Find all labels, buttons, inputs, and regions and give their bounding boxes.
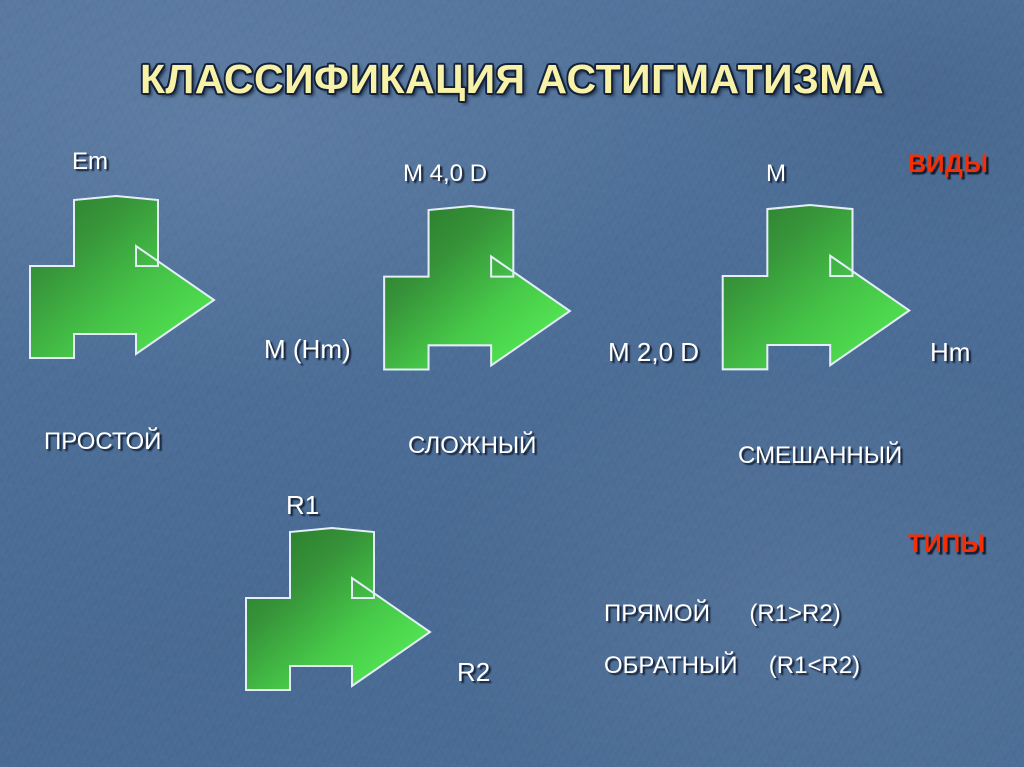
arrow-label-mixed-vertical: M — [766, 160, 786, 187]
type-rule-inverse-name: ОБРАТНЫЙ — [604, 652, 738, 679]
section-heading-types: ТИПЫ — [908, 530, 986, 558]
elbow-arrow-types — [245, 526, 432, 691]
arrow-label-simple-horizontal: M (Hm) — [264, 334, 351, 364]
arrow-label-types-horizontal: R2 — [457, 657, 491, 687]
elbow-arrow-simple — [29, 194, 216, 359]
type-rule-direct-name: ПРЯМОЙ — [604, 600, 710, 627]
type-rule-inverse-condition: (R1<R2) — [768, 652, 861, 679]
elbow-arrow-mixed — [721, 204, 912, 371]
type-rule-direct-condition: (R1>R2) — [749, 600, 841, 627]
arrow-caption-compound: СЛОЖНЫЙ — [408, 432, 537, 459]
arrow-label-compound-horizontal: M 2,0 D — [608, 337, 700, 367]
arrow-label-mixed-horizontal: Hm — [930, 337, 971, 367]
arrow-label-simple-vertical: Em — [72, 148, 108, 175]
page-title: КЛАССИФИКАЦИЯ АСТИГМАТИЗМА — [139, 56, 885, 102]
arrow-caption-simple: ПРОСТОЙ — [44, 428, 162, 455]
type-rule-inverse: ОБРАТНЫЙ (R1<R2) — [604, 652, 860, 680]
elbow-arrow-compound — [383, 205, 572, 371]
type-rule-direct: ПРЯМОЙ (R1>R2) — [604, 600, 841, 628]
arrow-caption-mixed: СМЕШАННЫЙ — [738, 442, 903, 469]
arrow-label-types-vertical: R1 — [286, 490, 320, 520]
section-heading-kinds: ВИДЫ — [908, 150, 989, 178]
arrow-label-compound-vertical: M 4,0 D — [403, 160, 488, 187]
